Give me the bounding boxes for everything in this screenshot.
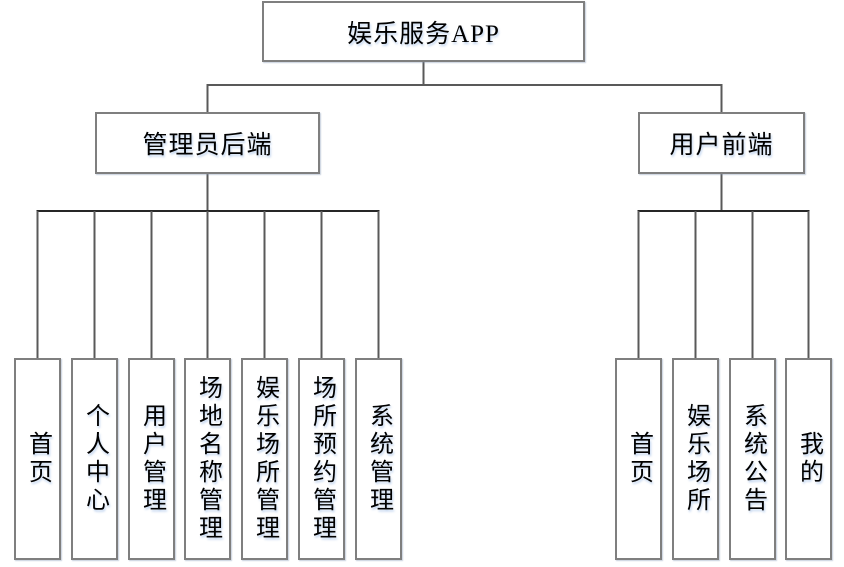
node-admin-personal-center: 个人中心 — [71, 358, 118, 560]
node-label: 个人中心 — [81, 403, 108, 515]
node-label: 我的 — [795, 431, 822, 487]
node-user-home: 首页 — [615, 358, 662, 560]
node-admin-user-management: 用户管理 — [128, 358, 175, 560]
node-label: 娱乐场所 — [682, 403, 709, 515]
node-admin-home: 首页 — [14, 358, 61, 560]
node-admin-system-management: 系统管理 — [355, 358, 402, 560]
node-user-system-announcements: 系统公告 — [729, 358, 776, 560]
node-admin-backend: 管理员后端 — [95, 112, 320, 174]
node-admin-venue-reservation-management: 场所预约管理 — [298, 358, 345, 560]
node-user-mine: 我的 — [785, 358, 832, 560]
node-admin-entertainment-venue-management: 娱乐场所管理 — [241, 358, 288, 560]
node-label: 用户前端 — [669, 132, 774, 159]
node-label: 系统管理 — [365, 403, 392, 515]
node-label: 场所预约管理 — [308, 375, 335, 543]
node-label: 场地名称管理 — [194, 375, 221, 543]
node-label: 系统公告 — [739, 403, 766, 515]
node-label: 娱乐场所管理 — [251, 375, 278, 543]
node-label: 用户管理 — [138, 403, 165, 515]
node-label: 首页 — [625, 431, 652, 487]
node-root: 娱乐服务APP — [262, 1, 585, 62]
node-user-frontend: 用户前端 — [638, 112, 805, 174]
node-label: 管理员后端 — [142, 132, 273, 159]
node-label: 首页 — [24, 431, 51, 487]
node-label: 娱乐服务APP — [347, 20, 500, 48]
node-user-entertainment-venues: 娱乐场所 — [672, 358, 719, 560]
node-admin-venue-name-management: 场地名称管理 — [184, 358, 231, 560]
